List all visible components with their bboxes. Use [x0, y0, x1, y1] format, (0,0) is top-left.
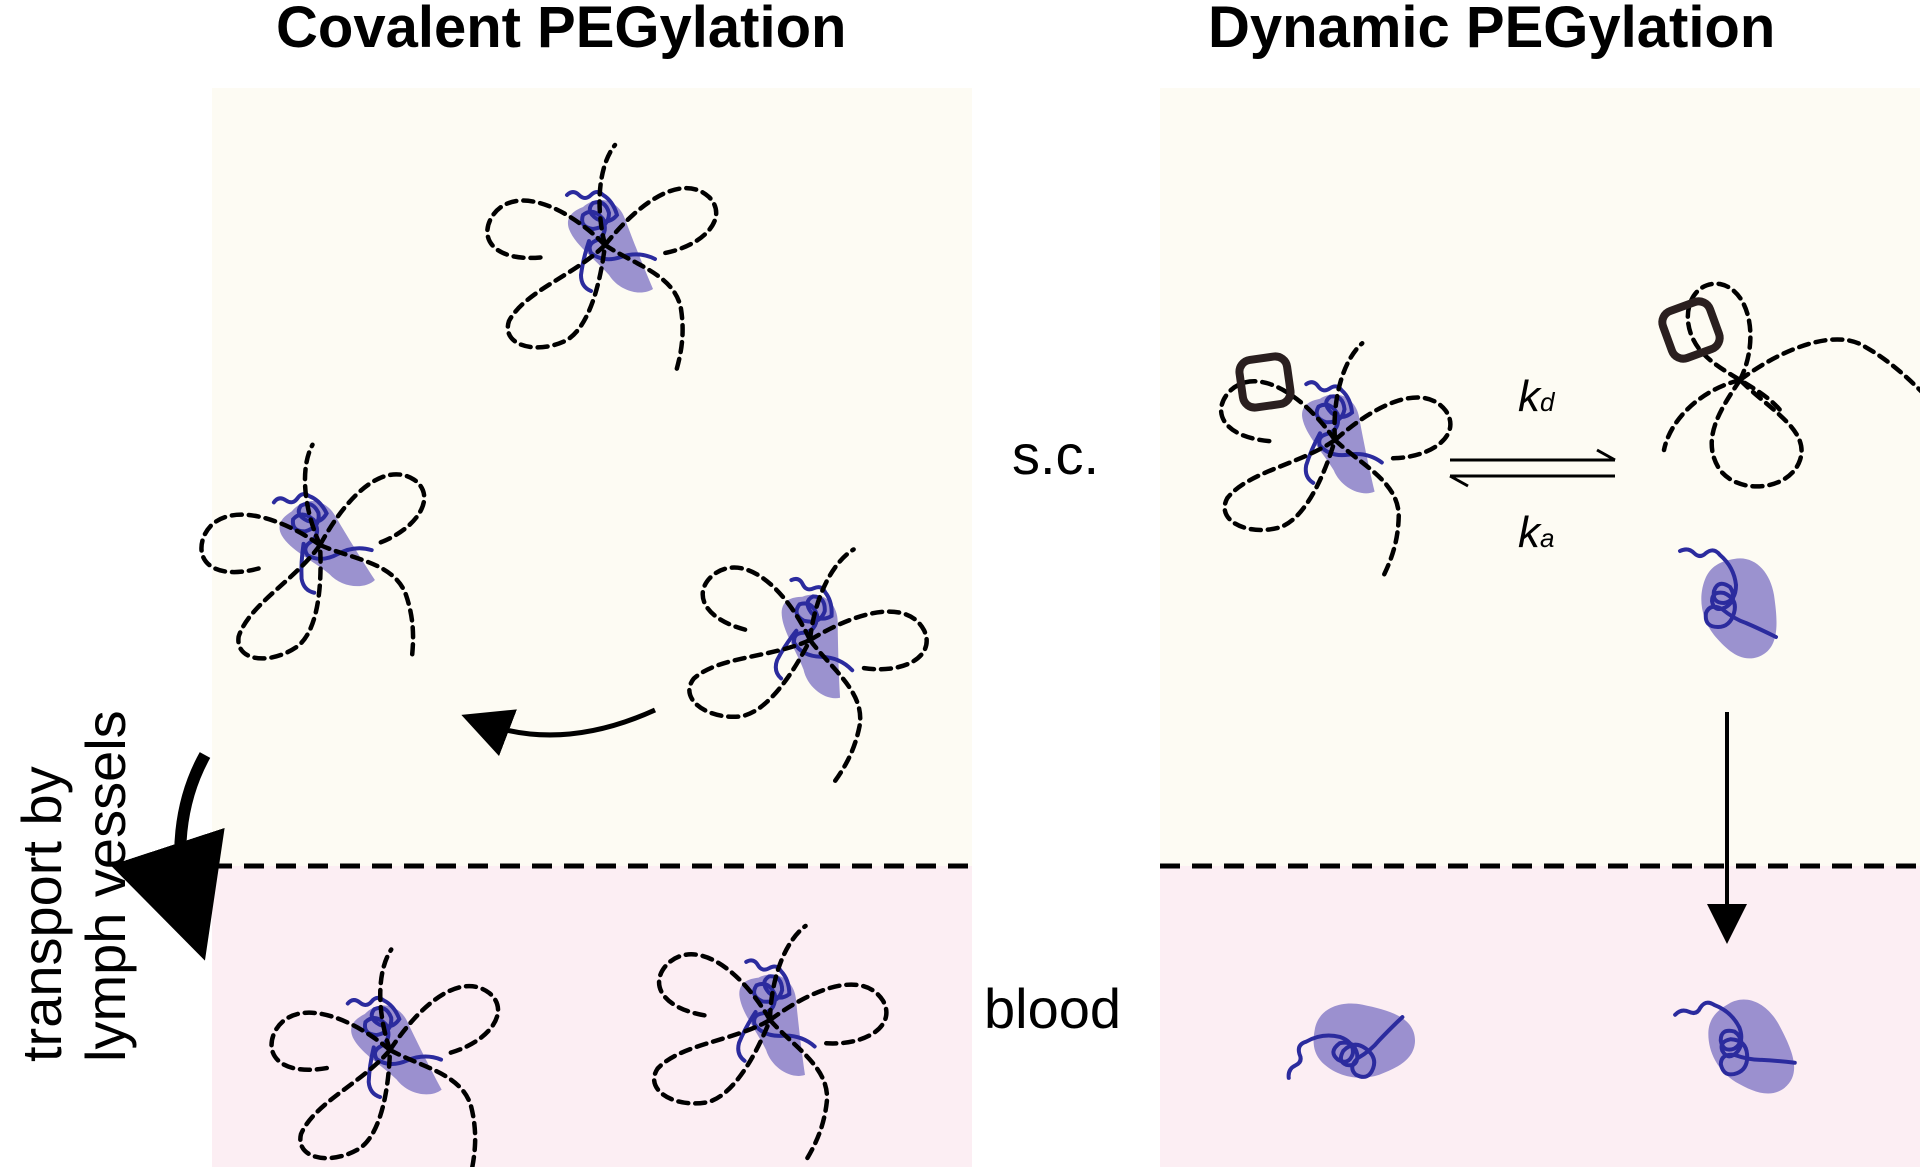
host-ring-bound — [1235, 352, 1295, 412]
diffusion-arrow — [461, 707, 657, 757]
host-ring-free — [1658, 297, 1724, 363]
label-transport-line2: lymph vessels — [74, 710, 137, 1062]
rate-ka-main: k — [1518, 508, 1540, 557]
rate-kd-sub: d — [1540, 387, 1555, 417]
equilibrium-arrows — [1449, 448, 1616, 488]
label-sc: s.c. — [1012, 423, 1100, 486]
rate-ka-sub: a — [1540, 523, 1555, 553]
blood-region-right — [1160, 866, 1920, 1167]
title-covalent-pegylation: Covalent PEGylation — [276, 0, 847, 60]
rate-kd-main: k — [1518, 372, 1540, 421]
title-dynamic-pegylation: Dynamic PEGylation — [1208, 0, 1776, 60]
lymph-transport-arrow — [110, 752, 225, 961]
label-transport-line1: transport by — [10, 766, 73, 1062]
rate-kd: kd — [1518, 372, 1554, 422]
label-blood: blood — [984, 977, 1122, 1040]
label-transport: transport by lymph vessels — [10, 710, 138, 1062]
rate-ka: ka — [1518, 508, 1554, 558]
